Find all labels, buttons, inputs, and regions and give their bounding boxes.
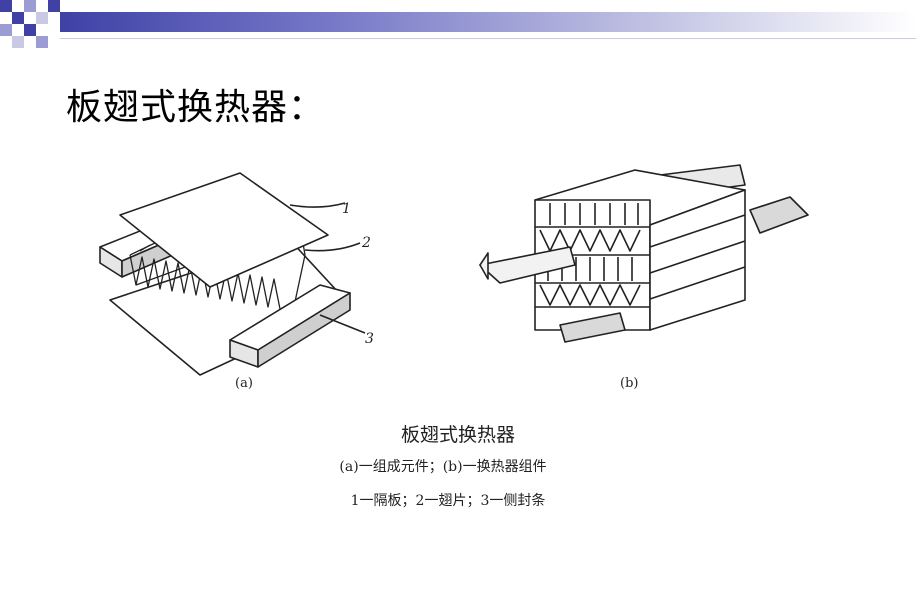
- figure-b-assembly: [479, 164, 809, 343]
- flow-arrow-right: [749, 196, 809, 234]
- callout-2: 2: [361, 235, 371, 251]
- flow-inlet-bottom: [559, 312, 626, 343]
- flow-arrow-left: [479, 246, 576, 284]
- figure-b-label: (b): [620, 376, 638, 391]
- header-divider: [60, 38, 916, 39]
- caption-line-1: (a)一组成元件；(b)一换热器组件: [339, 459, 547, 475]
- figure-a-label: (a): [235, 376, 253, 391]
- callout-1: 1: [342, 201, 351, 217]
- callout-3: 3: [365, 331, 374, 347]
- header-gradient-bar: [60, 12, 916, 32]
- slide-title: 板翅式换热器：: [66, 87, 326, 128]
- top-plate: [119, 172, 329, 288]
- caption-title: 板翅式换热器: [400, 424, 515, 446]
- caption-line-2: 1一隔板；2一翅片；3一侧封条: [350, 493, 546, 509]
- figure-a-components: [99, 172, 366, 376]
- heat-exchanger-figure: 1 2 3 (a) (b): [99, 164, 809, 391]
- header-decoration-squares: [0, 0, 72, 58]
